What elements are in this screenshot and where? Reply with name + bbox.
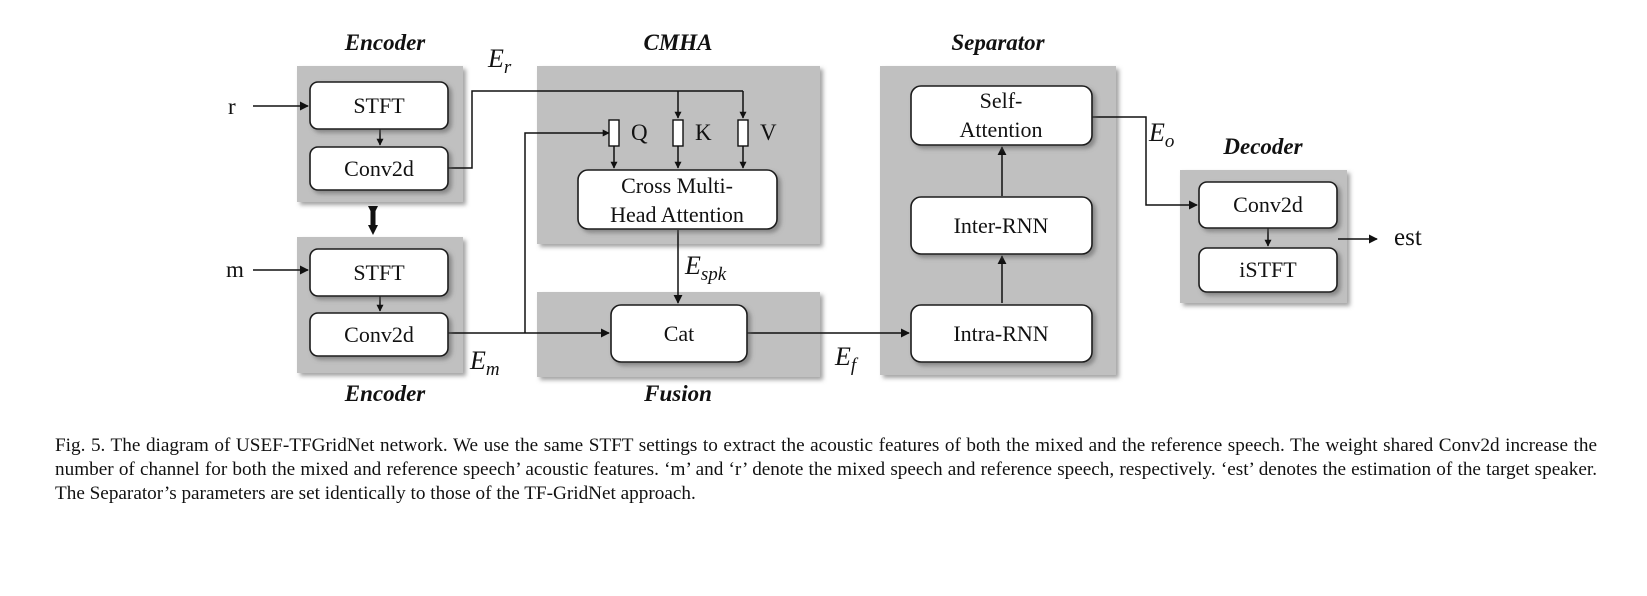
signal-espk-label: Espk (684, 251, 727, 285)
self-attention-label-line1: Self- (980, 88, 1023, 113)
encoder-top-stft-label: STFT (353, 93, 405, 118)
k-box (672, 119, 684, 147)
q-box (608, 119, 620, 147)
k-label: K (695, 120, 712, 145)
input-m-label: m (226, 257, 244, 282)
output-est-label: est (1394, 224, 1422, 251)
decoder-istft-label: iSTFT (1239, 257, 1297, 282)
separator-title: Separator (951, 30, 1045, 55)
inter-rnn-label: Inter-RNN (954, 213, 1049, 238)
cat-block: Cat (610, 304, 748, 363)
fusion-title: Fusion (643, 381, 712, 406)
intra-rnn-block: Intra-RNN (910, 304, 1093, 363)
cross-attention-label-line1: Cross Multi- (621, 173, 733, 198)
encoder-bottom-title: Encoder (344, 381, 427, 406)
figure-caption: Fig. 5. The diagram of USEF-TFGridNet ne… (55, 435, 1597, 504)
encoder-top-conv2d-block: Conv2d (309, 146, 449, 191)
decoder-conv2d-block: Conv2d (1198, 181, 1338, 229)
cmha-title: CMHA (643, 30, 712, 55)
usef-tfgridnet-diagram: Encoder CMHA Separator Decoder Encoder F… (226, 30, 1422, 406)
signal-ef-label: Ef (834, 342, 859, 376)
cat-label: Cat (664, 321, 695, 346)
encoder-bottom-stft-label: STFT (353, 260, 405, 285)
signal-em-label: Em (469, 346, 500, 380)
signal-eo-label: Eo (1148, 118, 1174, 152)
encoder-bottom-conv2d-block: Conv2d (309, 312, 449, 357)
encoder-top-stft-block: STFT (309, 81, 449, 130)
input-r-label: r (228, 94, 236, 119)
inter-rnn-block: Inter-RNN (910, 196, 1093, 255)
decoder-istft-block: iSTFT (1198, 247, 1338, 293)
v-box (737, 119, 749, 147)
encoder-bottom-conv2d-label: Conv2d (344, 322, 414, 347)
self-attention-block: Self- Attention (910, 85, 1093, 146)
encoder-bottom-stft-block: STFT (309, 248, 449, 297)
encoder-top-title: Encoder (344, 30, 427, 55)
er-path (447, 90, 743, 169)
eo-path (1092, 116, 1198, 210)
signal-er-label: Er (487, 44, 512, 78)
em-to-q (524, 129, 610, 333)
self-attention-label-line2: Attention (959, 117, 1042, 142)
decoder-title: Decoder (1222, 134, 1303, 159)
cross-attention-block: Cross Multi- Head Attention (577, 169, 778, 230)
cross-attention-label-line2: Head Attention (610, 202, 744, 227)
decoder-conv2d-label: Conv2d (1233, 192, 1303, 217)
v-label: V (760, 120, 777, 145)
encoder-top-conv2d-label: Conv2d (344, 156, 414, 181)
q-label: Q (631, 120, 648, 145)
intra-rnn-label: Intra-RNN (953, 321, 1048, 346)
